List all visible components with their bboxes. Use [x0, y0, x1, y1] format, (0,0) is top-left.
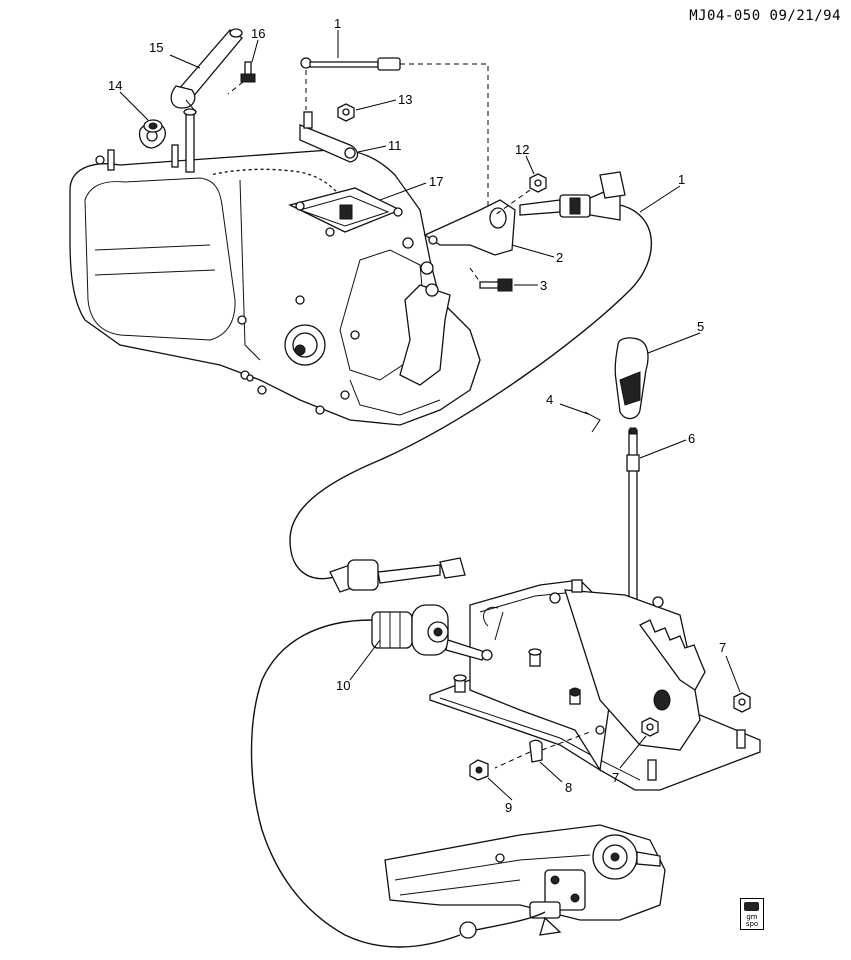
filler-tube-assembly [170, 28, 256, 113]
shift-lever-6 [626, 427, 640, 601]
callout-7-center: 7 [612, 770, 619, 785]
nut-7-center [641, 717, 659, 737]
steering-column-lower [384, 824, 666, 939]
logo-text-bottom: spo [745, 920, 759, 928]
nut-12 [494, 173, 547, 216]
callout-7-right: 7 [719, 640, 726, 655]
cable-bracket-2 [423, 199, 516, 256]
lever-11 [299, 111, 359, 163]
nut-13 [337, 103, 355, 122]
callout-10: 10 [336, 678, 350, 693]
callout-15: 15 [149, 40, 163, 55]
callout-3: 3 [540, 278, 547, 293]
logo-mark [744, 902, 759, 911]
leader-lines [119, 30, 741, 801]
transaxle-assembly [69, 108, 481, 426]
callout-6: 6 [688, 431, 695, 446]
callout-13: 13 [398, 92, 412, 107]
callout-8: 8 [565, 780, 572, 795]
shift-knob-5 [614, 337, 649, 420]
logo-text: gm spo [741, 914, 763, 928]
grommet-14 [143, 119, 163, 133]
callout-5: 5 [697, 319, 704, 334]
callout-1-upper: 1 [334, 16, 341, 31]
callout-16: 16 [251, 26, 265, 41]
callout-14: 14 [108, 78, 122, 93]
bolt-3 [469, 267, 513, 292]
logo-text-top: gm [746, 913, 758, 921]
park-lock-cable-10 [250, 604, 493, 948]
shifter-base-assembly [429, 579, 761, 791]
callout-labels: 1 16 15 14 13 11 12 17 1 2 3 5 4 6 7 7 1… [108, 16, 726, 815]
cable-rod-upper [300, 57, 489, 210]
callout-2: 2 [556, 250, 563, 265]
callout-9: 9 [505, 800, 512, 815]
callout-1-right: 1 [678, 172, 685, 187]
gm-spo-logo: gm spo [740, 898, 764, 930]
shift-cable-1 [289, 171, 652, 593]
clip-4 [584, 411, 601, 433]
diagram-reference-code: MJ04-050 09/21/94 [689, 8, 841, 24]
pin-8 [494, 731, 591, 769]
nut-9 [469, 759, 489, 781]
nut-7-right [733, 692, 751, 713]
callout-11: 11 [388, 138, 402, 153]
callout-4: 4 [546, 392, 553, 407]
callout-17: 17 [429, 174, 443, 189]
callout-12: 12 [515, 142, 529, 157]
